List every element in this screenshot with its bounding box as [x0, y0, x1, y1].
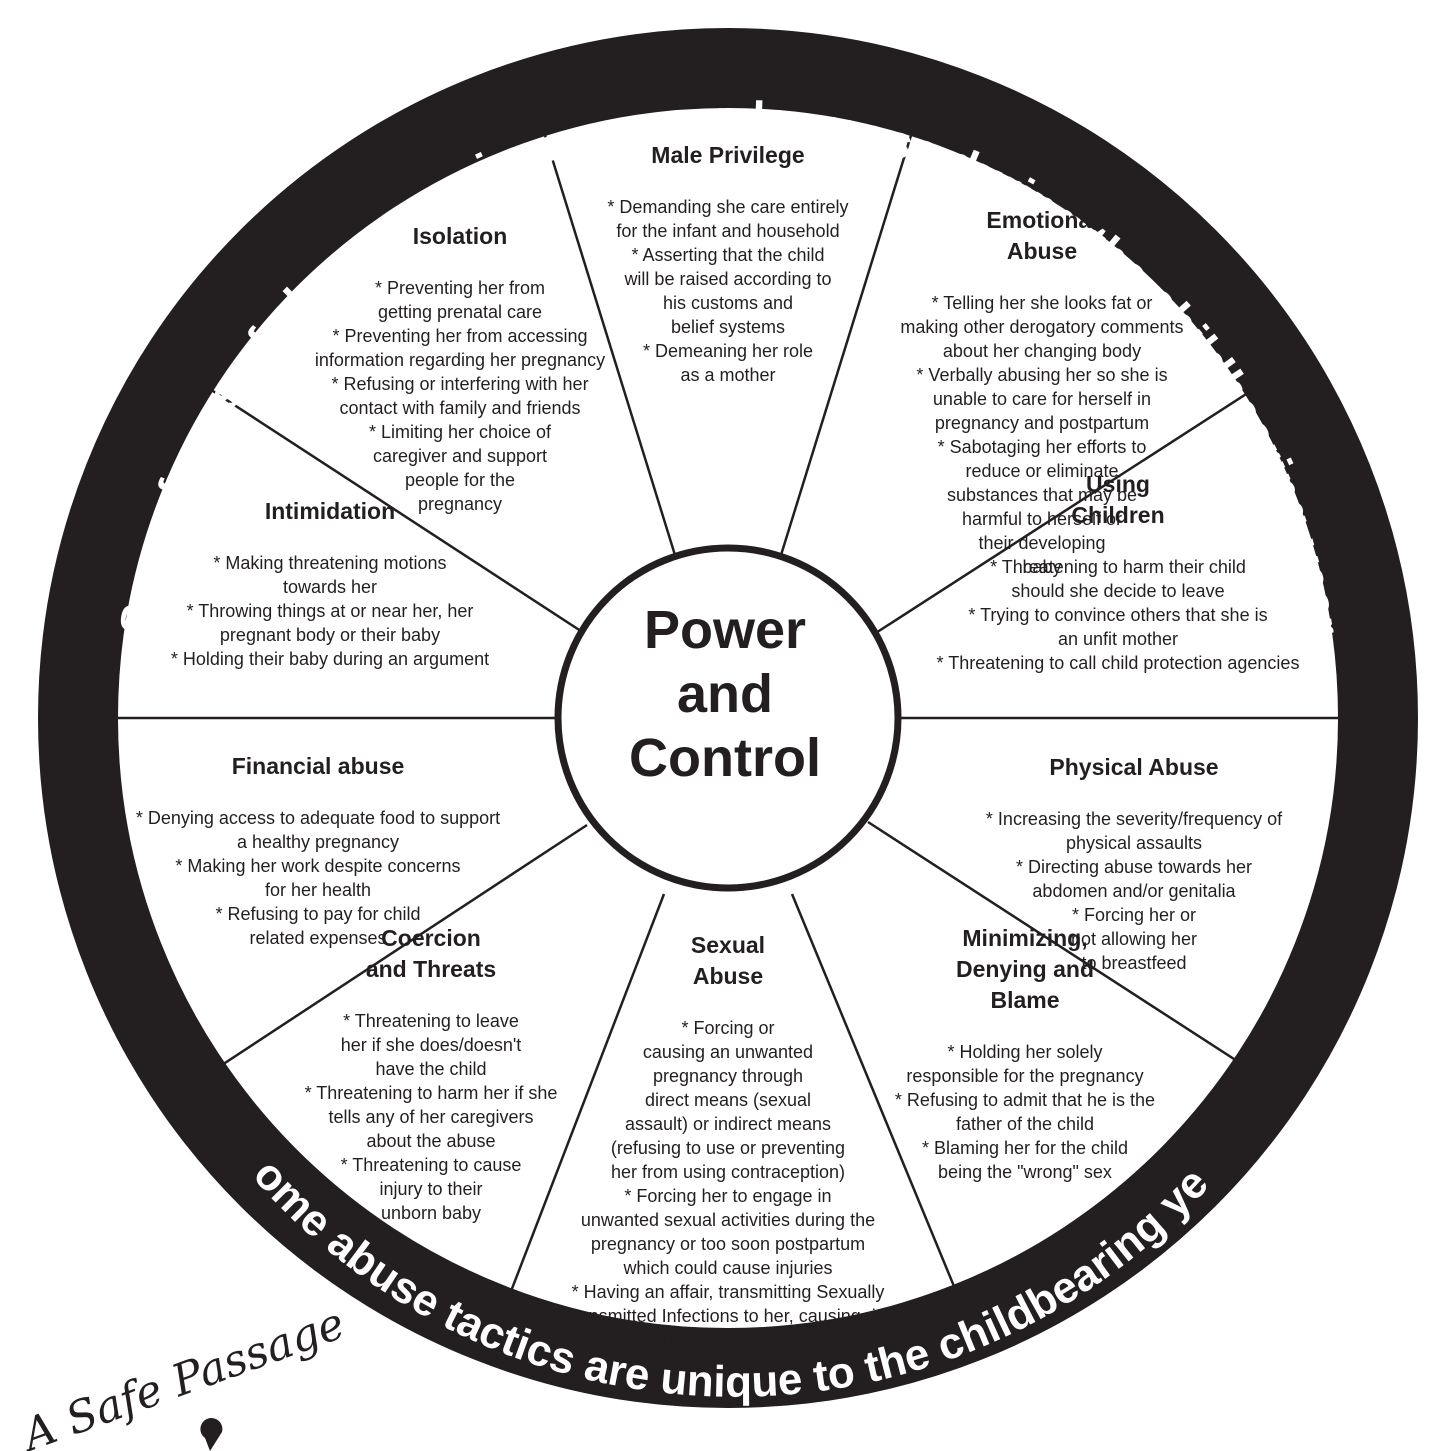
- section-item: * Making threatening motions towards her: [213, 553, 447, 597]
- section-title: Physical Abuse: [1049, 754, 1219, 780]
- section-item: * Refusing to admit that he is the fathe…: [894, 1090, 1156, 1134]
- spokes: [88, 115, 1370, 1326]
- section-items: * Preventing her from getting prenatal c…: [248, 276, 672, 516]
- section-title: Sexual Abuse: [690, 932, 766, 989]
- section-items: * Telling her she looks fat or making ot…: [864, 291, 1220, 579]
- section-title: Intimidation: [264, 498, 396, 524]
- section-item: * Having an affair, transmitting Sexuall…: [562, 1282, 894, 1350]
- section-physical-abuse: Physical Abuse * Increasing the severity/…: [962, 752, 1306, 975]
- section-item: * Holding her solely responsible for the…: [906, 1042, 1144, 1086]
- section-emotional-abuse: Emotional Abuse * Telling her she looks f…: [864, 205, 1220, 579]
- section-items: * Increasing the severity/frequency of p…: [962, 807, 1306, 975]
- section-using-children: Using Children * Threatening to harm thei…: [912, 469, 1324, 675]
- section-item: * Verbally abusing her so she is unable …: [916, 365, 1168, 433]
- section-intimidation: Intimidation * Making threatening motions…: [142, 496, 518, 671]
- pin-icon: [200, 1418, 223, 1451]
- section-item: * Refusing to pay for child related expe…: [215, 904, 421, 948]
- section-title: Isolation: [412, 223, 508, 249]
- section-item: * Threatening to call child protection a…: [936, 653, 1300, 673]
- section-item: * Asserting that the child will be raise…: [624, 245, 832, 337]
- section-item: * Threatening to harm her if she tells a…: [304, 1083, 558, 1151]
- section-items: * Demanding she care entirely for the in…: [590, 195, 866, 387]
- section-items: * Threatening to leave her if she does/d…: [252, 1009, 610, 1225]
- hub-title: Power and Control: [560, 598, 890, 790]
- section-item: * Holding their baby during an argument: [170, 649, 490, 669]
- section-item: * Threatening to leave her if she does/d…: [340, 1011, 522, 1079]
- section-items: * Denying access to adequate food to sup…: [108, 806, 528, 950]
- section-item: * Directing abuse towards her abdomen an…: [1015, 857, 1253, 901]
- section-title: Minimizing, Denying and Blame: [955, 925, 1094, 1013]
- logo: A Safe Passage: [13, 1298, 352, 1451]
- section-item: * Blaming her for the child being the "w…: [921, 1138, 1129, 1182]
- section-coercion: Coercion and Threats * Threatening to lea…: [252, 923, 610, 1225]
- section-item: * Trying to convince others that she is …: [968, 605, 1268, 649]
- section-title: Financial abuse: [231, 753, 405, 779]
- section-items: * Holding her solely responsible for the…: [840, 1040, 1210, 1184]
- section-items: * Forcing or causing an unwanted pregnan…: [540, 1016, 916, 1352]
- section-isolation: Isolation * Preventing her from getting p…: [248, 221, 672, 516]
- hub-line-2: and: [676, 664, 773, 724]
- section-items: * Threatening to harm their child should…: [912, 555, 1324, 675]
- section-item: * Preventing her from getting prenatal c…: [374, 278, 546, 322]
- section-item: * Denying access to adequate food to sup…: [135, 808, 501, 852]
- section-financial: Financial abuse * Denying access to adequ…: [108, 751, 528, 950]
- section-items: * Making threatening motions towards her…: [142, 551, 518, 671]
- section-item: * Throwing things at or near her, her pr…: [186, 601, 474, 645]
- section-item: * Preventing her from accessing informat…: [314, 326, 606, 370]
- section-title: Using Children: [1071, 471, 1165, 528]
- outer-ring: [38, 28, 1418, 1408]
- section-title: Male Privilege: [651, 142, 805, 168]
- section-sexual-abuse: Sexual Abuse * Forcing or causing an unwa…: [540, 930, 916, 1352]
- section-item: * Threatening to harm their child should…: [990, 557, 1246, 601]
- section-item: * Forcing her to engage in unwanted sexu…: [580, 1186, 876, 1278]
- section-item: * Threatening to cause injury to their u…: [340, 1155, 522, 1223]
- section-item: * Increasing the severity/frequency of p…: [985, 809, 1283, 853]
- section-minimizing: Minimizing, Denying and Blame * Holding h…: [840, 923, 1210, 1184]
- section-male-privilege: Male Privilege * Demanding she care entir…: [590, 140, 866, 387]
- hub-line-3: Control: [629, 728, 821, 788]
- hub-line-1: Power: [643, 600, 807, 660]
- section-item: * Limiting her choice of caregiver and s…: [368, 422, 552, 514]
- section-item: * Sabotaging her efforts to reduce or el…: [937, 437, 1147, 577]
- section-item: * Refusing or interfering with her conta…: [331, 374, 589, 418]
- section-item: * Telling her she looks fat or making ot…: [900, 293, 1184, 361]
- hub-circle: [554, 544, 902, 892]
- section-item: * Demanding she care entirely for the in…: [607, 197, 849, 241]
- section-item: * Forcing or causing an unwanted pregnan…: [610, 1018, 846, 1182]
- section-item: * Forcing her or not allowing her to bre…: [1070, 905, 1198, 973]
- section-title: Coercion and Threats: [365, 925, 497, 982]
- section-title: Emotional Abuse: [986, 207, 1098, 264]
- section-item: * Demeaning her role as a mother: [642, 341, 814, 385]
- section-item: * Making her work despite concerns for h…: [175, 856, 461, 900]
- logo-text: A Safe Passage: [13, 1298, 352, 1451]
